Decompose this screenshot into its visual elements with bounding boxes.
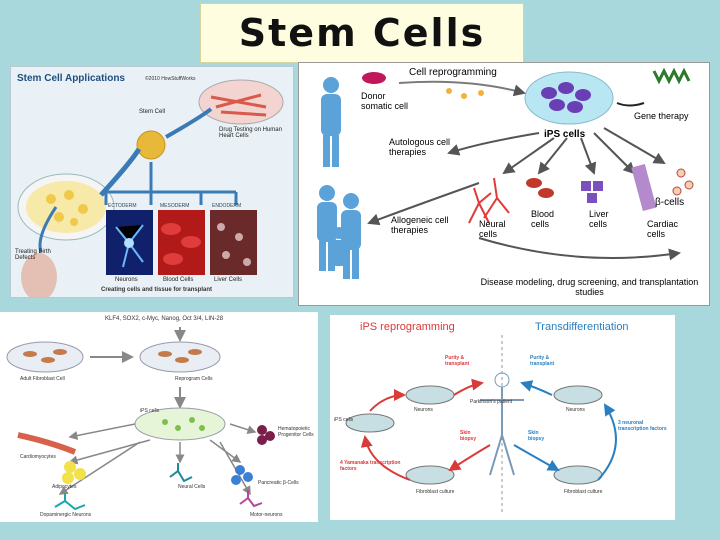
slide-title-box: Stem Cells (200, 3, 524, 63)
skin-biopsy-right-label: Skin biopsy (528, 430, 545, 442)
applications-footer: Creating cells and tissue for transplant (101, 287, 213, 293)
disease-modeling-label: Disease modeling, drug screening, and tr… (480, 277, 699, 297)
mesoderm-label: MESODERM (160, 203, 190, 209)
ips-therapies-illustration (317, 67, 694, 279)
gene-therapy-label: Gene therapy (634, 111, 689, 121)
motor-neurons-label: Motor-neurons (250, 512, 283, 518)
allogeneic-therapies-label: Allogeneic cell therapies (391, 215, 449, 235)
applications-heading: Stem Cell Applications (17, 73, 125, 84)
reprogramming-vs-transdifferentiation-figure: iPS reprogramming Transdifferentiation P… (330, 315, 675, 520)
transdifferentiation-title: Transdifferentiation (535, 321, 629, 333)
adult-fibroblast-label: Adult Fibroblast Cell (20, 376, 65, 382)
endoderm-label: ENDODERM (212, 203, 242, 209)
yamanaka-factors-label: 4 Yamanaka transcription factors (340, 460, 401, 472)
neuronal-factors-label: 3 neuronal transcription factors (618, 420, 667, 432)
blood-cells-label-2: Blood cells (531, 209, 555, 229)
cardiac-cells-label: Cardiac cells (647, 219, 679, 239)
reprogram-cells-label: Reprogram Cells (175, 376, 213, 382)
applications-credit: ©2010 HowStuffWorks (145, 76, 196, 82)
transdifferentiation-illustration (345, 335, 617, 515)
dopaminergic-label: Dopaminergic Neurons (40, 512, 92, 518)
liver-cells-label: Liver Cells (214, 277, 243, 283)
neurons-label: Neurons (115, 277, 138, 283)
parkinsons-patient-label: Parkinson's patient (470, 399, 513, 405)
applications-illustration (17, 79, 284, 297)
autologous-therapies-label: Autologous cell therapies (389, 137, 451, 157)
ips-differentiation-illustration (6, 327, 275, 511)
stem-cell-label: Stem Cell (139, 109, 166, 115)
ips-cells-label-3: iPS cells (140, 408, 160, 414)
pancreatic-label: Pancreatic β-Cells (258, 480, 299, 486)
fibroblast-culture-left-label: Fibroblast culture (416, 489, 455, 495)
beta-cells-label: β-cells (655, 197, 685, 208)
treating-birth-defects-label: Treating Birth Defects (15, 249, 51, 261)
purity-transplant-right-label: Purity & transplant (530, 355, 555, 367)
adipocytes-label: Adipocytes (52, 484, 77, 490)
neural-cells-label: Neural cells (479, 219, 506, 239)
ips-cells-label: iPS cells (544, 129, 586, 140)
ips-cells-label-4: iPS cells (334, 417, 354, 423)
factors-label: KLF4, SOX2, c-Myc, Nanog, Oct 3/4, LIN-2… (105, 316, 224, 322)
cell-reprogramming-label: Cell reprogramming (409, 67, 497, 78)
neural-cells-label-3: Neural Cells (178, 484, 206, 490)
slide-title: Stem Cells (238, 11, 486, 55)
fibroblast-culture-right-label: Fibroblast culture (564, 489, 603, 495)
ectoderm-label: ECTODERM (108, 203, 137, 209)
stem-cell-applications-figure: Stem Cell Applications ©2010 HowStuffWor… (10, 66, 294, 298)
cardiomyocytes-label: Cardiomyocytes (20, 454, 56, 460)
skin-biopsy-left-label: Skin biopsy (460, 430, 477, 442)
drug-testing-label: Drug Testing on Human Heart Cells (219, 127, 282, 139)
ips-reprogramming-title: iPS reprogramming (360, 321, 455, 333)
donor-somatic-cell-label: Donor somatic cell (361, 91, 409, 111)
blood-cells-label: Blood Cells (163, 277, 194, 283)
purity-transplant-left-label: Purity & transplant (445, 355, 470, 367)
ips-cell-therapies-figure: Cell reprogramming Donor somatic cell Ge… (298, 62, 710, 306)
hematopoietic-label: Hematopoietic Progenitor Cells (278, 426, 314, 438)
ips-differentiation-figure: KLF4, SOX2, c-Myc, Nanog, Oct 3/4, LIN-2… (0, 312, 318, 522)
neurons-right-label: Neurons (566, 407, 585, 413)
neurons-left-label: Neurons (414, 407, 433, 413)
liver-cells-label-2: Liver cells (589, 209, 609, 229)
